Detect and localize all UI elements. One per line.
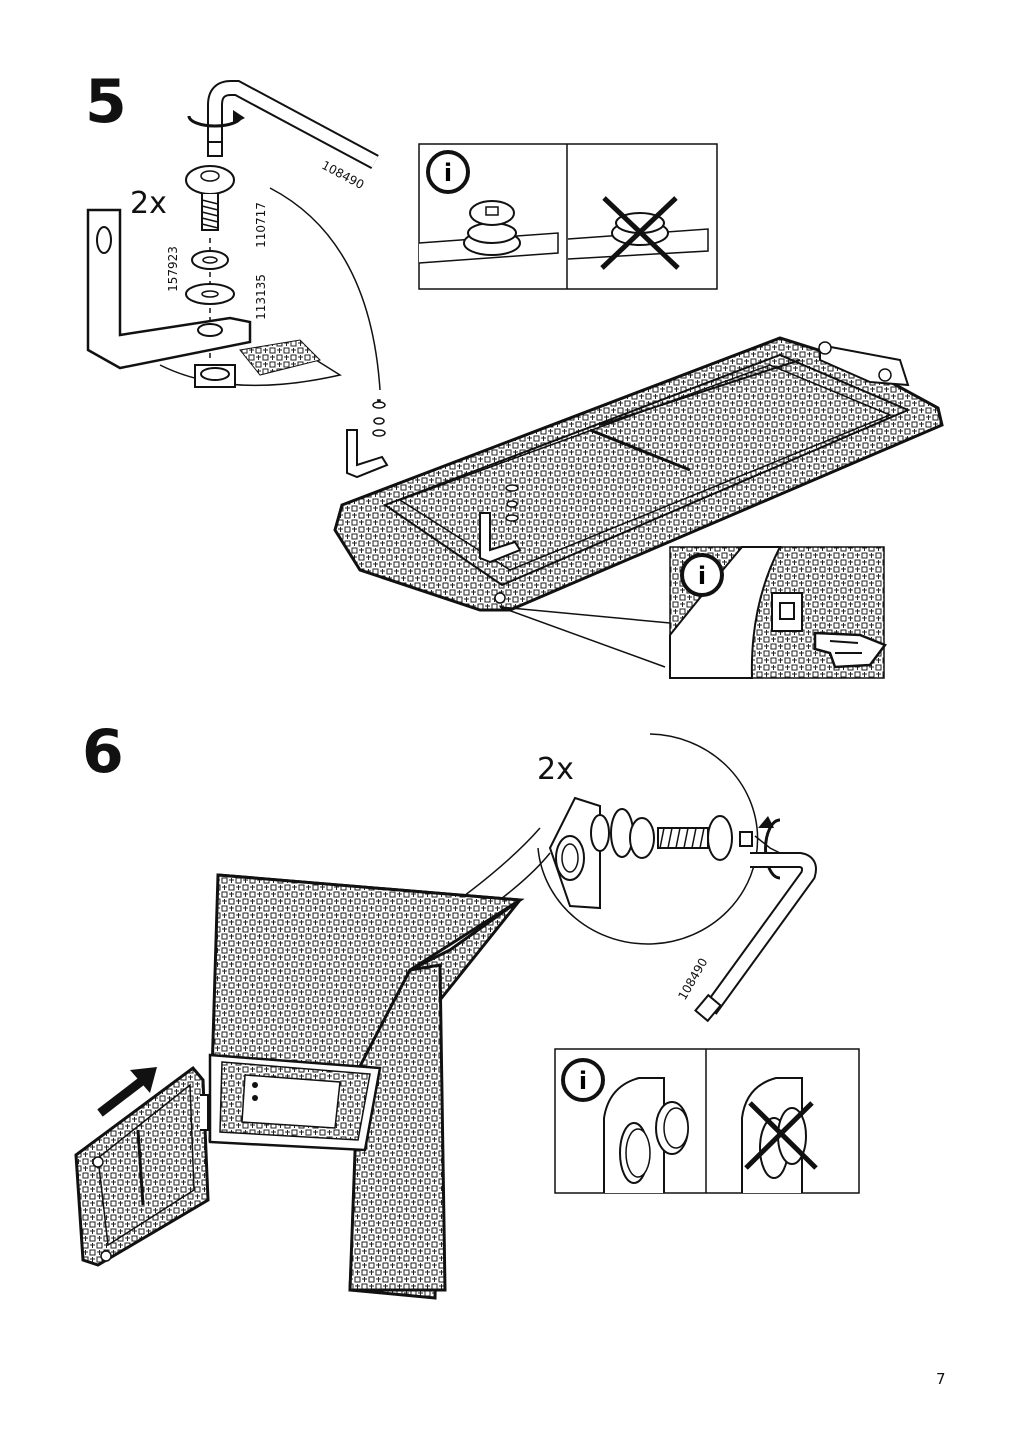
info-panel-step6: i [554,1048,860,1194]
page-number: 7 [936,1370,946,1388]
insert-direction-arrow [97,1067,157,1117]
bracket-detail [86,187,381,391]
info-icon: i [698,562,706,590]
frame-bracket-left [346,399,389,479]
frame-bracket-right [479,484,522,564]
sofa-armrest-module [208,873,525,1300]
step-5-number: 5 [85,67,127,137]
info-detail-panel: i [499,546,887,679]
side-panel [74,1065,210,1267]
hex-key-step6-illustration [694,852,817,1023]
bolt-washer-stack [185,165,235,360]
step-6-quantity: 2x [537,752,574,787]
step-5-quantity: 2x [130,186,167,221]
info-icon: i [579,1067,587,1095]
info-panel-step5: i [418,143,718,290]
hex-key-illustration [187,80,379,170]
step-6-number: 6 [82,717,124,787]
info-icon: i [444,159,452,187]
